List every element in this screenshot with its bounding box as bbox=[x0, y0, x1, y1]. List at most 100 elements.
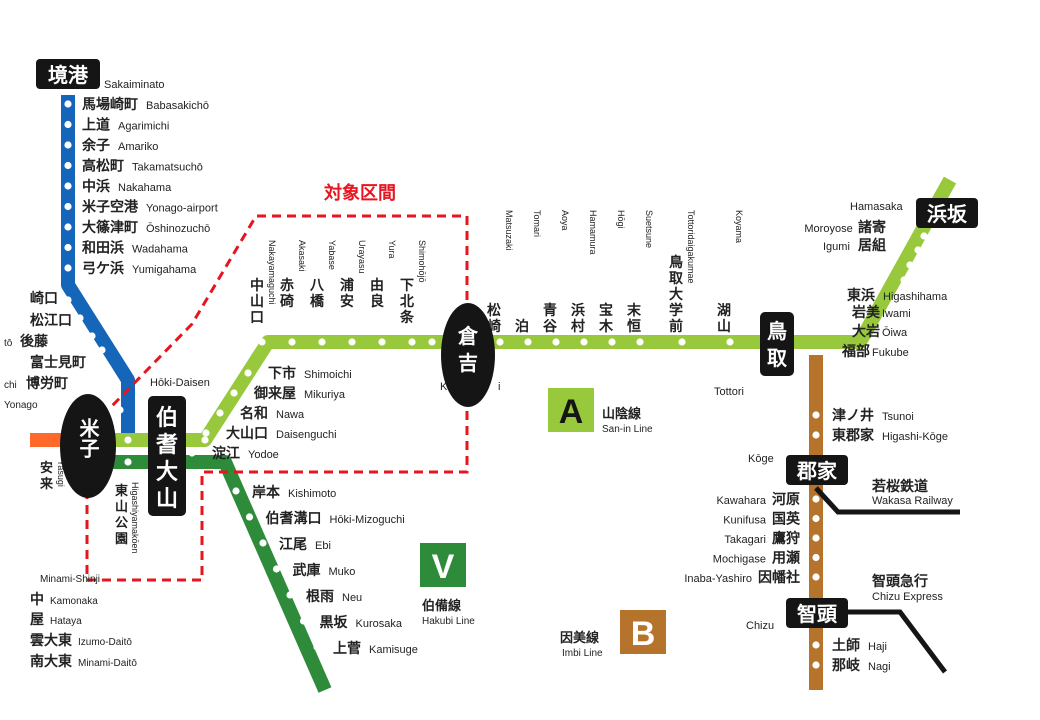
station-dot-yabase[interactable] bbox=[318, 338, 326, 346]
station-dot-nawa[interactable] bbox=[216, 409, 224, 417]
station-dot-shimohōjō[interactable] bbox=[408, 338, 416, 346]
station-dot-takamatsuchō[interactable] bbox=[64, 161, 72, 170]
station-kanji-vertical-char: 宝 bbox=[599, 302, 613, 319]
hub-kurayoshi[interactable]: 倉 吉 bbox=[441, 303, 495, 407]
station-dot-northeast[interactable] bbox=[906, 261, 914, 269]
station-dot-yodoe[interactable] bbox=[188, 449, 196, 457]
station-dot-tsunoi[interactable] bbox=[812, 411, 820, 419]
station-dot-neu[interactable] bbox=[286, 591, 294, 599]
station-dot-sakai-lower[interactable] bbox=[64, 296, 72, 304]
station-dot-sakai-lower[interactable] bbox=[76, 314, 84, 322]
station-dot-northeast[interactable] bbox=[900, 276, 908, 284]
station-romaji: Fukube bbox=[872, 347, 909, 359]
hub-yonago[interactable]: 米子 bbox=[60, 394, 116, 498]
station-kanji-vertical-char: 赤 bbox=[280, 278, 294, 294]
station-dot-nagi[interactable] bbox=[812, 661, 820, 669]
station-dot-junction[interactable] bbox=[124, 436, 132, 444]
station-dot-babasakichō[interactable] bbox=[64, 100, 72, 108]
higashiyamakoen-c4: 園 bbox=[115, 531, 128, 547]
station-kanji-fragment: 屋 bbox=[30, 612, 44, 628]
hub-sakaiminato[interactable]: 境港 bbox=[36, 59, 100, 89]
station-dot-hōki-mizoguchi[interactable] bbox=[245, 513, 254, 521]
station-dot-kishimoto[interactable] bbox=[232, 487, 240, 495]
station-dot-kamisuge[interactable] bbox=[313, 643, 321, 651]
station-dot-koyama[interactable] bbox=[726, 338, 734, 346]
station-kanji-vertical-char: 末 bbox=[627, 302, 642, 319]
station-dot-higashi-kōge[interactable] bbox=[812, 431, 820, 439]
station-dot-mikuriya[interactable] bbox=[230, 389, 238, 397]
station-dot-northeast[interactable] bbox=[876, 336, 884, 344]
hub-tottori[interactable]: 鳥 取 bbox=[760, 312, 794, 376]
station-dot-kurosaka[interactable] bbox=[299, 617, 308, 625]
station-dot-haji[interactable] bbox=[812, 641, 820, 649]
station-dot-suetsune[interactable] bbox=[636, 338, 644, 346]
chizu-express-romaji: Chizu Express bbox=[872, 591, 943, 603]
hakubi-line-track[interactable] bbox=[205, 455, 332, 693]
station-dot-amariko[interactable] bbox=[64, 141, 72, 149]
sakai-line-track[interactable] bbox=[61, 95, 135, 442]
station-dot-nakayamaguchi[interactable] bbox=[258, 338, 266, 346]
station-dot-aoya[interactable] bbox=[552, 338, 560, 346]
station-dot-sakai-lower[interactable] bbox=[110, 382, 118, 390]
station-dot-inaba-yashiro[interactable] bbox=[812, 573, 820, 581]
station-dot-junction[interactable] bbox=[201, 436, 209, 444]
station-romaji: Takamatsuchō bbox=[132, 162, 203, 174]
station-dot-sakai-lower[interactable] bbox=[88, 332, 96, 340]
station-dot-wadahama[interactable] bbox=[64, 243, 72, 252]
wakasa-railway-track[interactable] bbox=[814, 486, 960, 515]
station-dot-northeast[interactable] bbox=[882, 322, 890, 330]
station-dot-ōshinozuchō[interactable] bbox=[64, 223, 72, 231]
station-dot-northeast[interactable] bbox=[894, 291, 902, 299]
station-dot-ebi[interactable] bbox=[259, 539, 267, 547]
station-kanji-vertical: 浦安 bbox=[340, 277, 354, 310]
station-dot-daisenguchi[interactable] bbox=[202, 429, 210, 437]
station-dot-sakai-lower[interactable] bbox=[98, 346, 106, 354]
legend-hakubi[interactable]: V bbox=[420, 543, 466, 587]
station-dot-takagari[interactable] bbox=[812, 534, 820, 542]
station-dot-shimoichi[interactable] bbox=[244, 369, 252, 377]
station-dot-mochigase[interactable] bbox=[812, 553, 820, 562]
station-kanji: 津ノ井 bbox=[832, 407, 874, 424]
hub-chizu-romaji: Chizu bbox=[746, 620, 774, 632]
target-section-outline bbox=[85, 214, 469, 582]
station-dot-tottoridaigakumae[interactable] bbox=[678, 338, 686, 346]
kurayoshi-c1: 倉 bbox=[457, 324, 479, 348]
station-dot-akasaki[interactable] bbox=[288, 338, 296, 346]
station-dot-sanin[interactable] bbox=[428, 338, 436, 346]
station-kanji: 中浜 bbox=[82, 178, 110, 195]
station-dot-northeast[interactable] bbox=[888, 306, 896, 314]
station-dot-kunifusa[interactable] bbox=[812, 514, 820, 523]
station-dot-sakai-lower[interactable] bbox=[104, 364, 112, 372]
svg-text:浜坂: 浜坂 bbox=[927, 202, 968, 226]
hub-hamasaka[interactable]: 浜坂 bbox=[916, 198, 978, 228]
station-dot-muko[interactable] bbox=[272, 565, 281, 573]
station-romaji-vertical: Tottoridaigakumae bbox=[686, 210, 696, 284]
hub-chizu[interactable]: 智頭 bbox=[786, 598, 848, 628]
station-dot-sakai-lower[interactable] bbox=[116, 406, 124, 414]
station-dot-northeast[interactable] bbox=[920, 232, 928, 240]
station-kanji: 福部 bbox=[841, 343, 870, 360]
station-dot-hamamura[interactable] bbox=[580, 338, 588, 346]
yasugi-c1: 安 bbox=[40, 460, 53, 476]
station-dot-yura[interactable] bbox=[378, 338, 386, 346]
station-dot-nakahama[interactable] bbox=[64, 182, 72, 190]
station-dot-hōgi[interactable] bbox=[608, 338, 616, 346]
hub-koge[interactable]: 郡家 bbox=[786, 455, 848, 485]
station-romaji: Mochigase bbox=[713, 554, 766, 566]
station-dot-yonago-airport[interactable] bbox=[64, 202, 72, 211]
legend-sanin[interactable]: A bbox=[548, 388, 594, 432]
station-dot-tomari[interactable] bbox=[524, 338, 532, 346]
higashiyamakoen-c1: 東 bbox=[115, 483, 128, 499]
station-dot-junction[interactable] bbox=[124, 458, 132, 466]
station-dot-yumigahama[interactable] bbox=[64, 264, 72, 272]
station-dot-northeast[interactable] bbox=[914, 246, 922, 254]
station-kanji: 余子 bbox=[81, 137, 110, 154]
kurayoshi-c2: 吉 bbox=[458, 351, 478, 375]
station-dot-urayasu[interactable] bbox=[348, 338, 356, 346]
legend-imbi[interactable]: B bbox=[620, 610, 666, 654]
station-dot-kawahara[interactable] bbox=[812, 495, 820, 503]
station-dot-agarimichi[interactable] bbox=[64, 120, 72, 129]
hub-hoki-daisen[interactable]: 伯 耆 大 山 bbox=[148, 396, 186, 516]
station-dot-matsuzaki[interactable] bbox=[496, 338, 504, 346]
station-kanji-vertical-char: 鳥 bbox=[669, 254, 683, 271]
